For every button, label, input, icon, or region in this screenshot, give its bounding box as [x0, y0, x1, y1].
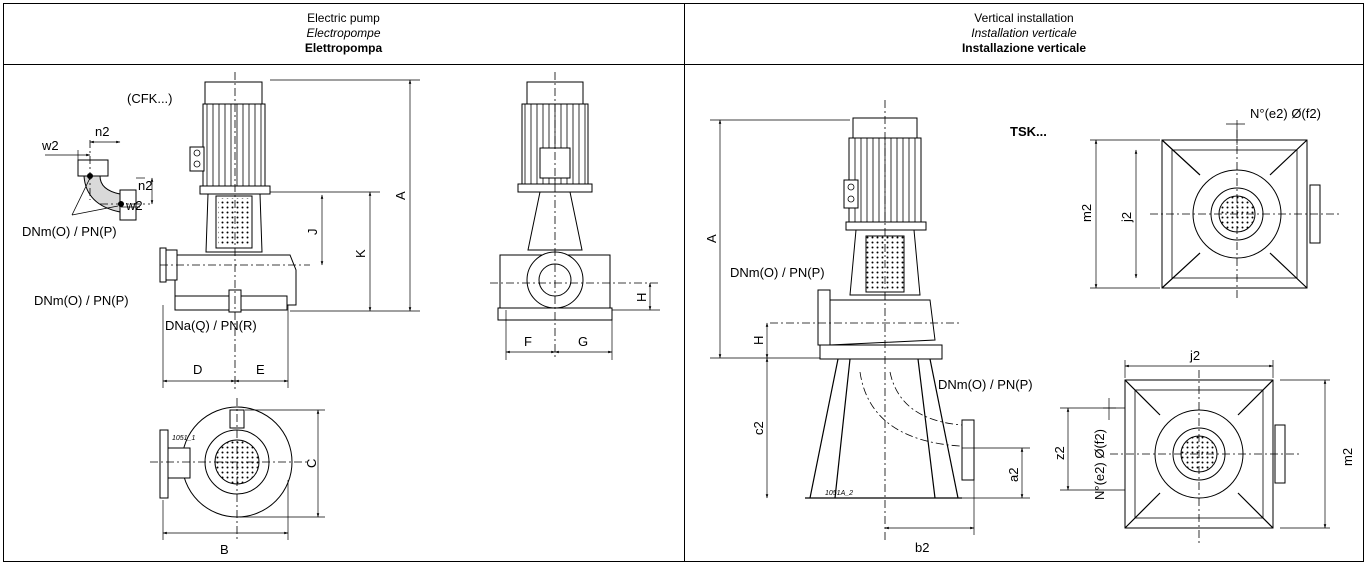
label-m2-top: m2 — [1079, 204, 1094, 222]
label-dnm-right-1: DNm(O) / PN(P) — [730, 265, 825, 280]
header-right-it: Installazione verticale — [961, 41, 1087, 55]
label-dim-C: C — [304, 459, 319, 468]
pump-front-view — [490, 72, 660, 360]
label-n2-right: n2 — [138, 178, 152, 193]
label-tsk: TSK... — [1010, 124, 1047, 139]
terminal-box-icon — [189, 146, 205, 172]
vertical-install-view — [710, 100, 1030, 540]
frame-bottom-view — [1060, 360, 1330, 545]
label-dim-b2: b2 — [915, 540, 929, 555]
label-j2-top: j2 — [1119, 212, 1134, 223]
frame-top-view — [1090, 120, 1340, 300]
label-dim-z2: z2 — [1052, 446, 1067, 460]
label-n2-top: n2 — [95, 124, 109, 139]
drawing-frame — [3, 3, 1364, 562]
column-divider — [684, 3, 685, 562]
label-dim-G: G — [578, 334, 588, 349]
label-dim-a2: a2 — [1006, 468, 1021, 482]
label-dim-H-right: H — [751, 336, 766, 345]
label-dim-D: D — [193, 362, 202, 377]
label-m2-bottom: m2 — [1340, 448, 1355, 466]
label-dim-H-left: H — [634, 293, 649, 302]
header-right-fr: Installation verticale — [971, 26, 1077, 40]
label-dim-B: B — [220, 542, 229, 557]
pump-top-view — [150, 398, 325, 540]
label-dim-E: E — [256, 362, 265, 377]
label-dim-J: J — [305, 229, 320, 236]
label-j2-bottom: j2 — [1189, 348, 1200, 363]
label-dnm-pump: DNm(O) / PN(P) — [34, 293, 129, 308]
header-right-en: Vertical installation — [974, 11, 1074, 25]
label-dnm-right-2: DNm(O) / PN(P) — [938, 377, 1033, 392]
header-left-en: Electric pump — [307, 11, 380, 25]
elbow-detail — [45, 140, 154, 221]
label-w2-left: w2 — [41, 138, 59, 153]
label-dna: DNa(Q) / PN(R) — [165, 318, 257, 333]
label-dim-K: K — [353, 249, 368, 258]
header-electric-pump: Electric pump Electropompe Elettropompa — [3, 3, 684, 65]
header-left-it: Elettropompa — [304, 41, 383, 55]
header-left-fr: Electropompe — [306, 26, 381, 40]
label-dim-F: F — [524, 334, 532, 349]
label-w2-right: w2 — [125, 198, 143, 213]
label-dim-c2: c2 — [751, 421, 766, 435]
label-dim-A-right: A — [704, 234, 719, 243]
label-ne2f2-top: N°(e2) Ø(f2) — [1250, 106, 1321, 121]
pump-side-view — [159, 72, 420, 390]
label-ne2f2-side: N°(e2) Ø(f2) — [1092, 429, 1107, 500]
label-cfk: (CFK...) — [127, 91, 173, 106]
label-code-1051a-2: 1051A_2 — [825, 490, 853, 497]
header-vertical-installation: Vertical installation Installation verti… — [684, 3, 1364, 65]
label-dnm-elbow: DNm(O) / PN(P) — [22, 224, 117, 239]
label-code-1051-1: 1051_1 — [172, 435, 195, 442]
label-dim-A-left: A — [393, 191, 408, 200]
